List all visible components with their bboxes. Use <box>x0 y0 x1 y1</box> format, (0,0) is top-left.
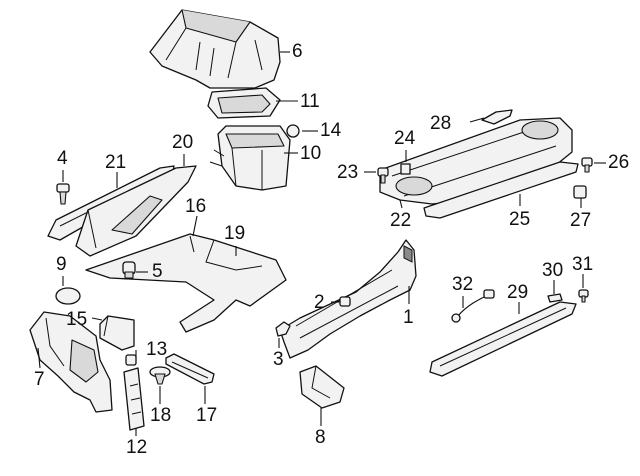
callout-5: 5 <box>152 261 163 282</box>
callout-21: 21 <box>105 152 127 173</box>
callout-31: 31 <box>572 254 594 275</box>
callout-7: 7 <box>34 369 45 390</box>
part-14-clip <box>286 124 300 138</box>
callout-12: 12 <box>126 437 148 458</box>
callout-3: 3 <box>273 349 284 370</box>
part-13-clip <box>125 354 137 366</box>
callout-14: 14 <box>320 120 342 141</box>
callout-20: 20 <box>172 132 194 153</box>
callout-28: 28 <box>430 113 452 134</box>
part-8-bracket <box>299 365 345 409</box>
callout-4: 4 <box>57 148 68 169</box>
part-23-screw <box>377 167 389 184</box>
part-28-bracket <box>481 109 513 125</box>
part-5-clip <box>122 261 136 279</box>
callout-32: 32 <box>452 274 474 295</box>
part-18-grommet <box>149 366 171 385</box>
callout-13: 13 <box>146 339 168 360</box>
part-31-screw <box>578 289 589 303</box>
callout-8: 8 <box>315 427 326 448</box>
part-17-sill-strip <box>165 353 215 385</box>
part-15-bracket <box>99 315 135 351</box>
part-24-clip <box>400 163 411 175</box>
part-30-strip <box>547 293 563 303</box>
part-7-side-trim <box>29 311 113 413</box>
part-29-sill-plate <box>429 301 577 377</box>
callout-18: 18 <box>150 405 172 426</box>
part-22-25-package-tray <box>379 117 579 219</box>
callout-15: 15 <box>66 309 88 330</box>
part-26-screw <box>581 157 593 173</box>
callout-29: 29 <box>507 282 529 303</box>
part-2-clip <box>339 296 351 307</box>
part-11-storage-tray <box>207 87 281 119</box>
callout-2: 2 <box>314 292 325 313</box>
callout-30: 30 <box>542 260 564 281</box>
part-27-clip <box>573 185 587 199</box>
part-6-trunk-side-trim <box>149 9 281 89</box>
callout-6: 6 <box>292 41 303 62</box>
callout-25: 25 <box>509 209 531 230</box>
callout-11: 11 <box>300 91 320 112</box>
callout-26: 26 <box>608 152 630 173</box>
part-10-storage-bin <box>209 125 291 191</box>
part-9-cap <box>55 287 81 305</box>
part-4-push-pin <box>56 183 70 205</box>
callout-22: 22 <box>390 210 412 231</box>
part-32-cable <box>451 289 495 323</box>
part-3-fastener <box>275 321 291 337</box>
callout-23: 23 <box>337 162 359 183</box>
part-12-vertical-trim <box>123 367 145 431</box>
callout-27: 27 <box>570 210 592 231</box>
callout-9: 9 <box>56 254 67 275</box>
callout-24: 24 <box>394 128 416 149</box>
part-16-19-trunk-mat <box>85 233 287 333</box>
callout-1: 1 <box>403 307 414 328</box>
callout-19: 19 <box>224 223 246 244</box>
callout-17: 17 <box>196 405 218 426</box>
callout-10: 10 <box>300 143 322 164</box>
part-20-trunk-trim-panel <box>75 165 197 257</box>
callout-16: 16 <box>185 196 207 217</box>
leader-lines <box>37 51 606 436</box>
